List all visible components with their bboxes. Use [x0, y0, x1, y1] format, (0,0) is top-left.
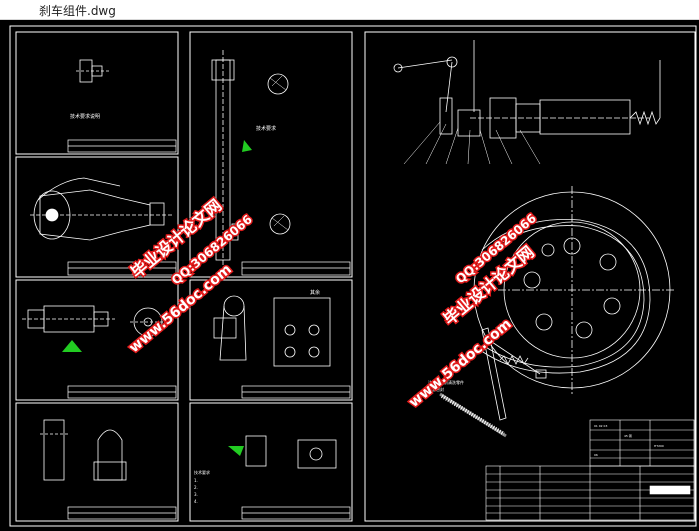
svg-text:45 钢: 45 钢 — [624, 433, 632, 438]
main-sheet — [364, 31, 696, 522]
svg-text:注：装配前清洗零件: 注：装配前清洗零件 — [428, 379, 464, 385]
svg-text:01 02 03: 01 02 03 — [594, 424, 607, 428]
svg-text:技术要求: 技术要求 — [256, 125, 276, 132]
window-title: 刹车组件.dwg — [39, 4, 116, 18]
watermark-right-site: www.56doc.com — [406, 316, 515, 411]
table-text: 01 02 03 45 钢 HT200 06 — [594, 424, 664, 457]
left-sheets — [15, 31, 353, 522]
sheet2-shaft — [30, 177, 172, 241]
sheet6-lever: 其余 — [213, 289, 331, 367]
svg-text:1.: 1. — [194, 478, 198, 483]
sheet1-part: 技术要求说明 — [70, 59, 110, 120]
svg-text:4.: 4. — [194, 499, 198, 504]
svg-text:技术要求说明: 技术要求说明 — [70, 113, 100, 120]
sheet4-bracket — [40, 419, 127, 481]
svg-text:06: 06 — [594, 453, 598, 457]
sheet5-rod: 技术要求 — [211, 50, 291, 268]
drawing-canvas[interactable]: 技术要求说明 技术要求 — [0, 20, 699, 531]
sheet7-part: 技术要求 1. 2. 3. 4. — [194, 435, 337, 504]
sheet3-shaft — [22, 305, 166, 352]
svg-text:HT200: HT200 — [654, 444, 664, 448]
svg-text:注意密封: 注意密封 — [428, 386, 444, 392]
outer-border — [9, 25, 697, 527]
svg-text:其余: 其余 — [310, 289, 320, 296]
cad-drawing: 技术要求说明 技术要求 — [9, 25, 697, 527]
svg-text:3.: 3. — [194, 492, 198, 497]
watermark-right: 毕业设计论文网 www.56doc.com QQ:306826066 — [405, 210, 541, 413]
main-assembly: 注：装配前清洗零件 注意密封 — [393, 40, 676, 438]
title-blocks — [67, 139, 351, 520]
watermark-left: 毕业设计论文网 www.56doc.com QQ:306826066 — [125, 194, 257, 358]
window-titlebar: 刹车组件.dwg — [0, 0, 699, 20]
svg-text:2.: 2. — [194, 485, 198, 490]
svg-text:技术要求: 技术要求 — [194, 469, 210, 475]
main-bom-table — [485, 419, 695, 521]
